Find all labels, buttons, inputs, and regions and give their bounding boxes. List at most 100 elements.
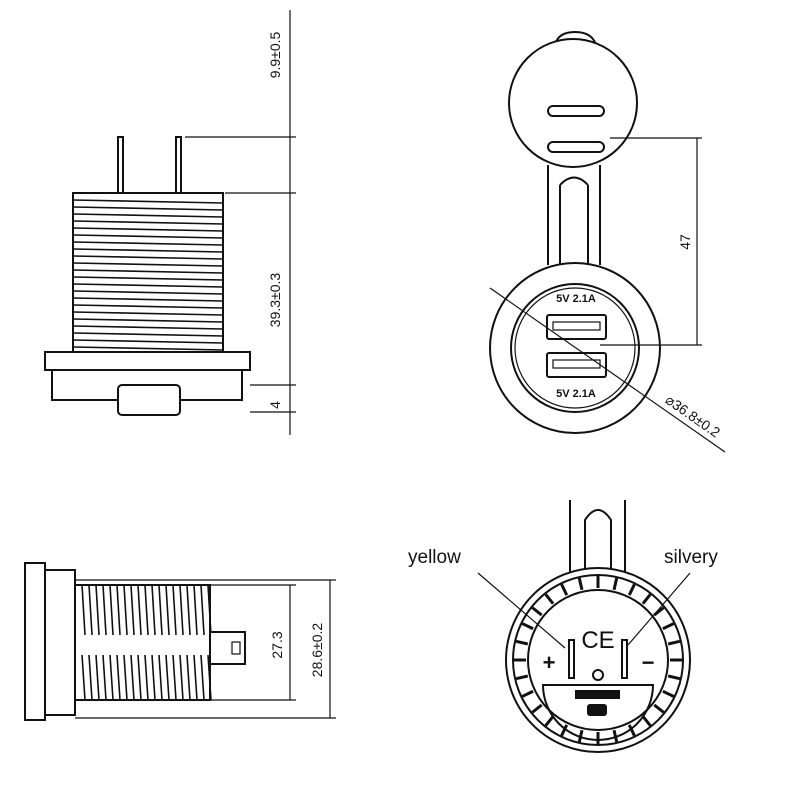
cap-strap [569,500,626,575]
threaded-body [74,584,211,701]
thread-line [193,654,198,701]
ce-mark: CE [581,627,614,654]
thread-line [72,332,224,337]
dim-thread-diameter: 27.3 [269,631,285,658]
cap-strap [547,165,601,265]
thread-line [81,654,86,701]
wire-label-yellow: yellow [408,547,461,568]
thread-line [72,213,224,218]
thread-line [667,674,681,681]
dim-pin-height: 9.9±0.5 [267,31,283,78]
thread-line [186,584,191,636]
thread-line [72,206,224,211]
dim-diameter: ⌀36.8±0.2 [663,391,724,440]
thread-line [165,584,170,636]
negative-terminal [621,639,628,679]
connector [117,384,181,416]
front-view: 5V 2.1A 5V 2.1A 47 ⌀36.8±0.2 [489,30,726,453]
cap-plug [547,105,605,117]
thread-line [207,584,212,636]
thread-line [179,584,184,636]
thread-line [72,262,224,267]
thread-line [123,654,128,701]
thread-line [560,724,569,737]
thread-line [521,689,534,698]
thread-line [144,584,149,636]
dust-cap [508,38,638,168]
usb-port-label-2: 5V 2.1A [556,388,596,400]
thread-line [560,583,569,596]
thread-line [158,654,163,701]
dim-cap-length: 47 [677,234,693,250]
thread-line [88,654,93,701]
thread-line [612,729,619,743]
terminal-pin [175,136,182,194]
wire-label-silvery: silvery [664,547,718,568]
thread-line [72,220,224,225]
thread-line [72,283,224,288]
thread-line [102,654,107,701]
thread-line [81,584,86,636]
thread-line [577,729,584,743]
thread-line [165,654,170,701]
thread-line [531,703,543,714]
thread-line [88,584,93,636]
thread-line [95,654,100,701]
thread-line [72,199,224,204]
thread-line [662,689,675,698]
dimension-lines [185,10,296,435]
dimension-lines [489,137,726,453]
thread-line [653,703,665,714]
nut [44,351,251,371]
thread-line [130,584,135,636]
thread-line [667,639,681,646]
thread-line [72,339,224,344]
thread-line [116,584,121,636]
thread-line [172,654,177,701]
thread-line [151,654,156,701]
dimension-lines [75,579,336,719]
thread-line [158,584,163,636]
thread-line [186,654,191,701]
thread-line [72,318,224,323]
thread-line [72,234,224,239]
thread-line [544,715,555,727]
thread-line [627,583,636,596]
terminal-tab [209,631,246,665]
thread-line [95,584,100,636]
thread-line [72,248,224,253]
dim-body-height: 39.3±0.3 [267,273,283,328]
thread-line [137,654,142,701]
dim-nut-diameter: 28.6±0.2 [309,623,325,678]
thread-line [151,584,156,636]
thread-line [137,584,142,636]
usb-port-label-1: 5V 2.1A [556,293,596,305]
thread-line [200,654,205,701]
thread-line [72,304,224,309]
side-view-bottom: 27.3 28.6±0.2 [24,562,336,721]
thread-line [207,654,212,701]
thread-line [72,290,224,295]
thread-line [72,276,224,281]
thread-line [116,654,121,701]
thread-line [179,654,184,701]
thread-line [72,297,224,302]
cert-mark [587,704,607,716]
thread-line [627,724,636,737]
thread-line [123,584,128,636]
thread-line [521,622,534,631]
thread-line [72,227,224,232]
label-area [541,684,655,741]
thread-line [612,577,619,591]
flange [24,562,46,721]
socket-face [510,283,640,413]
thread-line [72,325,224,330]
usb-port-2 [546,352,607,378]
thread-line [72,241,224,246]
thread-line [515,639,529,646]
thread-line [109,584,114,636]
thread-line [72,255,224,260]
thread-line [102,584,107,636]
thread-line [172,584,177,636]
